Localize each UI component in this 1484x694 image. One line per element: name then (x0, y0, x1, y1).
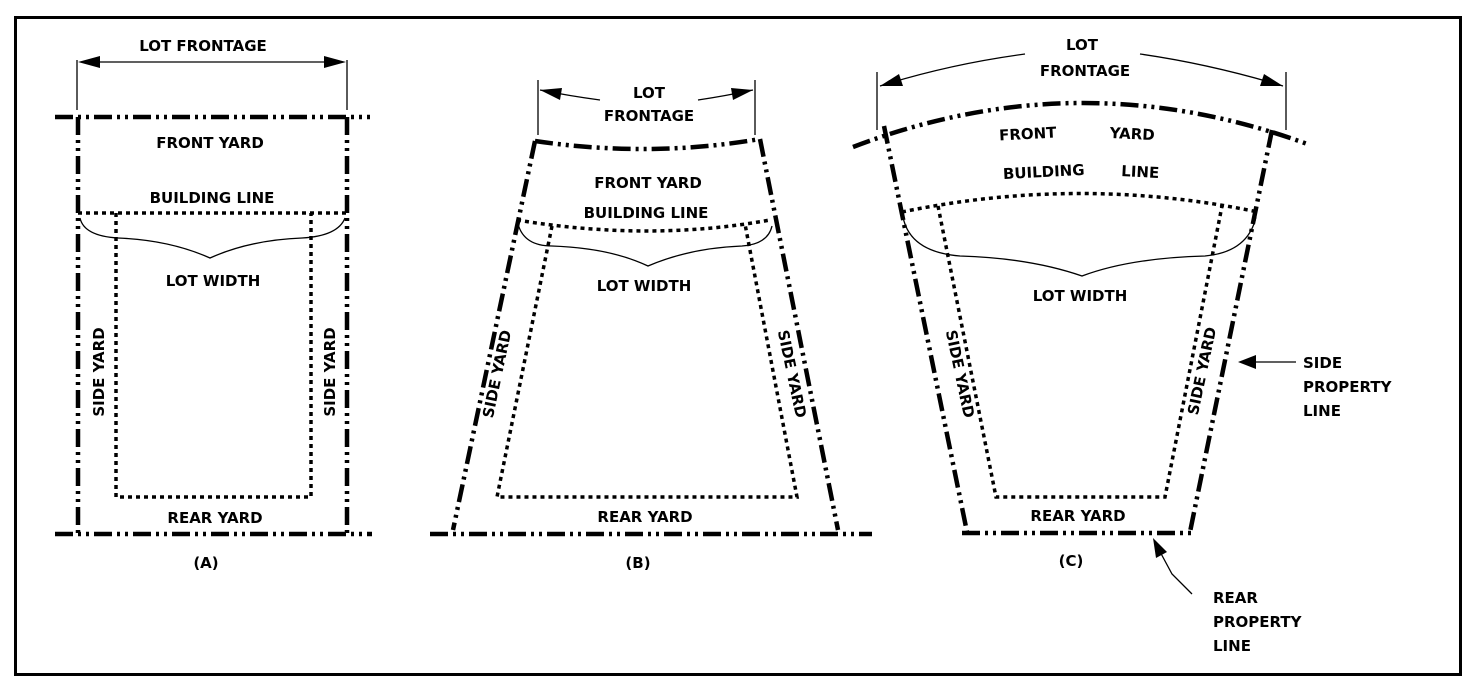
panel-b-caption: (B) (625, 554, 650, 572)
panel-c-side-property-arrow (1238, 355, 1256, 369)
panel-b-frontage-arrow-right (731, 88, 753, 100)
panel-c-line-label: LINE (1121, 162, 1160, 182)
panel-b-side-yard-right-label: SIDE YARD (774, 328, 810, 419)
panel-c-rear-yard-label: REAR YARD (1030, 507, 1125, 525)
panel-c-left-property-line (881, 125, 970, 533)
panel-b-setback-line (494, 223, 800, 499)
panel-c-lot-label: LOT (1066, 36, 1099, 54)
panel-c-frontage-arrow-left (880, 74, 903, 86)
panel-b-lot-width-brace (517, 223, 773, 267)
panel-a-frontage-arrow-left (78, 56, 100, 68)
panel-b-lot-width-label: LOT WIDTH (597, 277, 692, 295)
panel-a-lot-width-label: LOT WIDTH (166, 272, 261, 290)
panel-c-lot-width-brace (902, 216, 1257, 277)
panel-c-side-label: SIDE (1303, 354, 1342, 372)
panel-c-building-label: BUILDING (1002, 161, 1084, 183)
panel-c-right-property-line (1187, 129, 1275, 533)
panel-b-building-line-label: BUILDING LINE (584, 204, 709, 222)
panel-b-frontage-label: FRONTAGE (604, 107, 694, 125)
panel-c-rear-property-leader (1157, 547, 1193, 595)
panel-c-frontage-label: FRONTAGE (1040, 62, 1130, 80)
panel-c-rear-label: REAR (1213, 589, 1258, 607)
panel-b-right-property-line (757, 138, 841, 531)
panel-c-lot-width-label: LOT WIDTH (1033, 287, 1128, 305)
panel-b-building-line (516, 218, 771, 233)
panel-a-frontage-arrow-right (324, 56, 346, 68)
panel-a-front-yard-label: FRONT YARD (156, 134, 264, 152)
panel-a-setback-line (114, 213, 313, 499)
panel-a-side-yard-left-label: SIDE YARD (90, 327, 108, 416)
diagram-frame (14, 16, 1462, 676)
panel-c-frontage-dim-left (879, 53, 1026, 87)
panel-b-left-property-line (450, 140, 538, 531)
panel-c-front-label: FRONT (999, 123, 1058, 144)
panel-c-front-property-line (852, 100, 1311, 150)
panel-a-lot-width-brace (79, 217, 346, 259)
panel-a-side-yard-right-label: SIDE YARD (321, 327, 339, 416)
panel-c-rear-property-arrow (1153, 538, 1167, 558)
panel-b: LOT FRONTAGE FRONT YARD BUILDING LINE LO… (430, 80, 872, 572)
panel-c-building-line (901, 191, 1259, 214)
panel-a: LOT FRONTAGE FRONT YARD BUILDING LINE LO… (55, 37, 372, 572)
panel-a-building-line-label: BUILDING LINE (150, 189, 275, 207)
panel-b-rear-yard-label: REAR YARD (597, 508, 692, 526)
panel-c-frontage-arrow-right (1260, 74, 1283, 86)
panel-a-rear-yard-label: REAR YARD (167, 509, 262, 527)
panel-c-line-label-1: LINE (1303, 402, 1341, 420)
panel-c-frontage-dim-right (1139, 53, 1284, 87)
panel-c: LOT FRONTAGE FRONT YARD BUILDING LINE LO… (852, 36, 1393, 655)
panel-c-property-label-2: PROPERTY (1213, 613, 1303, 631)
panel-a-caption: (A) (193, 554, 218, 572)
panel-c-caption: (C) (1059, 552, 1084, 570)
panel-b-frontage-arrow-left (540, 88, 562, 100)
panel-c-property-label-1: PROPERTY (1303, 378, 1393, 396)
panel-b-front-yard-label: FRONT YARD (594, 174, 702, 192)
panel-c-line-label-2: LINE (1213, 637, 1251, 655)
panel-c-setback-line (936, 205, 1224, 499)
panel-b-lot-label: LOT (633, 84, 666, 102)
panel-c-yard-label: YARD (1108, 124, 1155, 144)
panel-b-front-property-line (534, 136, 761, 152)
panel-a-lot-frontage-label: LOT FRONTAGE (139, 37, 267, 55)
